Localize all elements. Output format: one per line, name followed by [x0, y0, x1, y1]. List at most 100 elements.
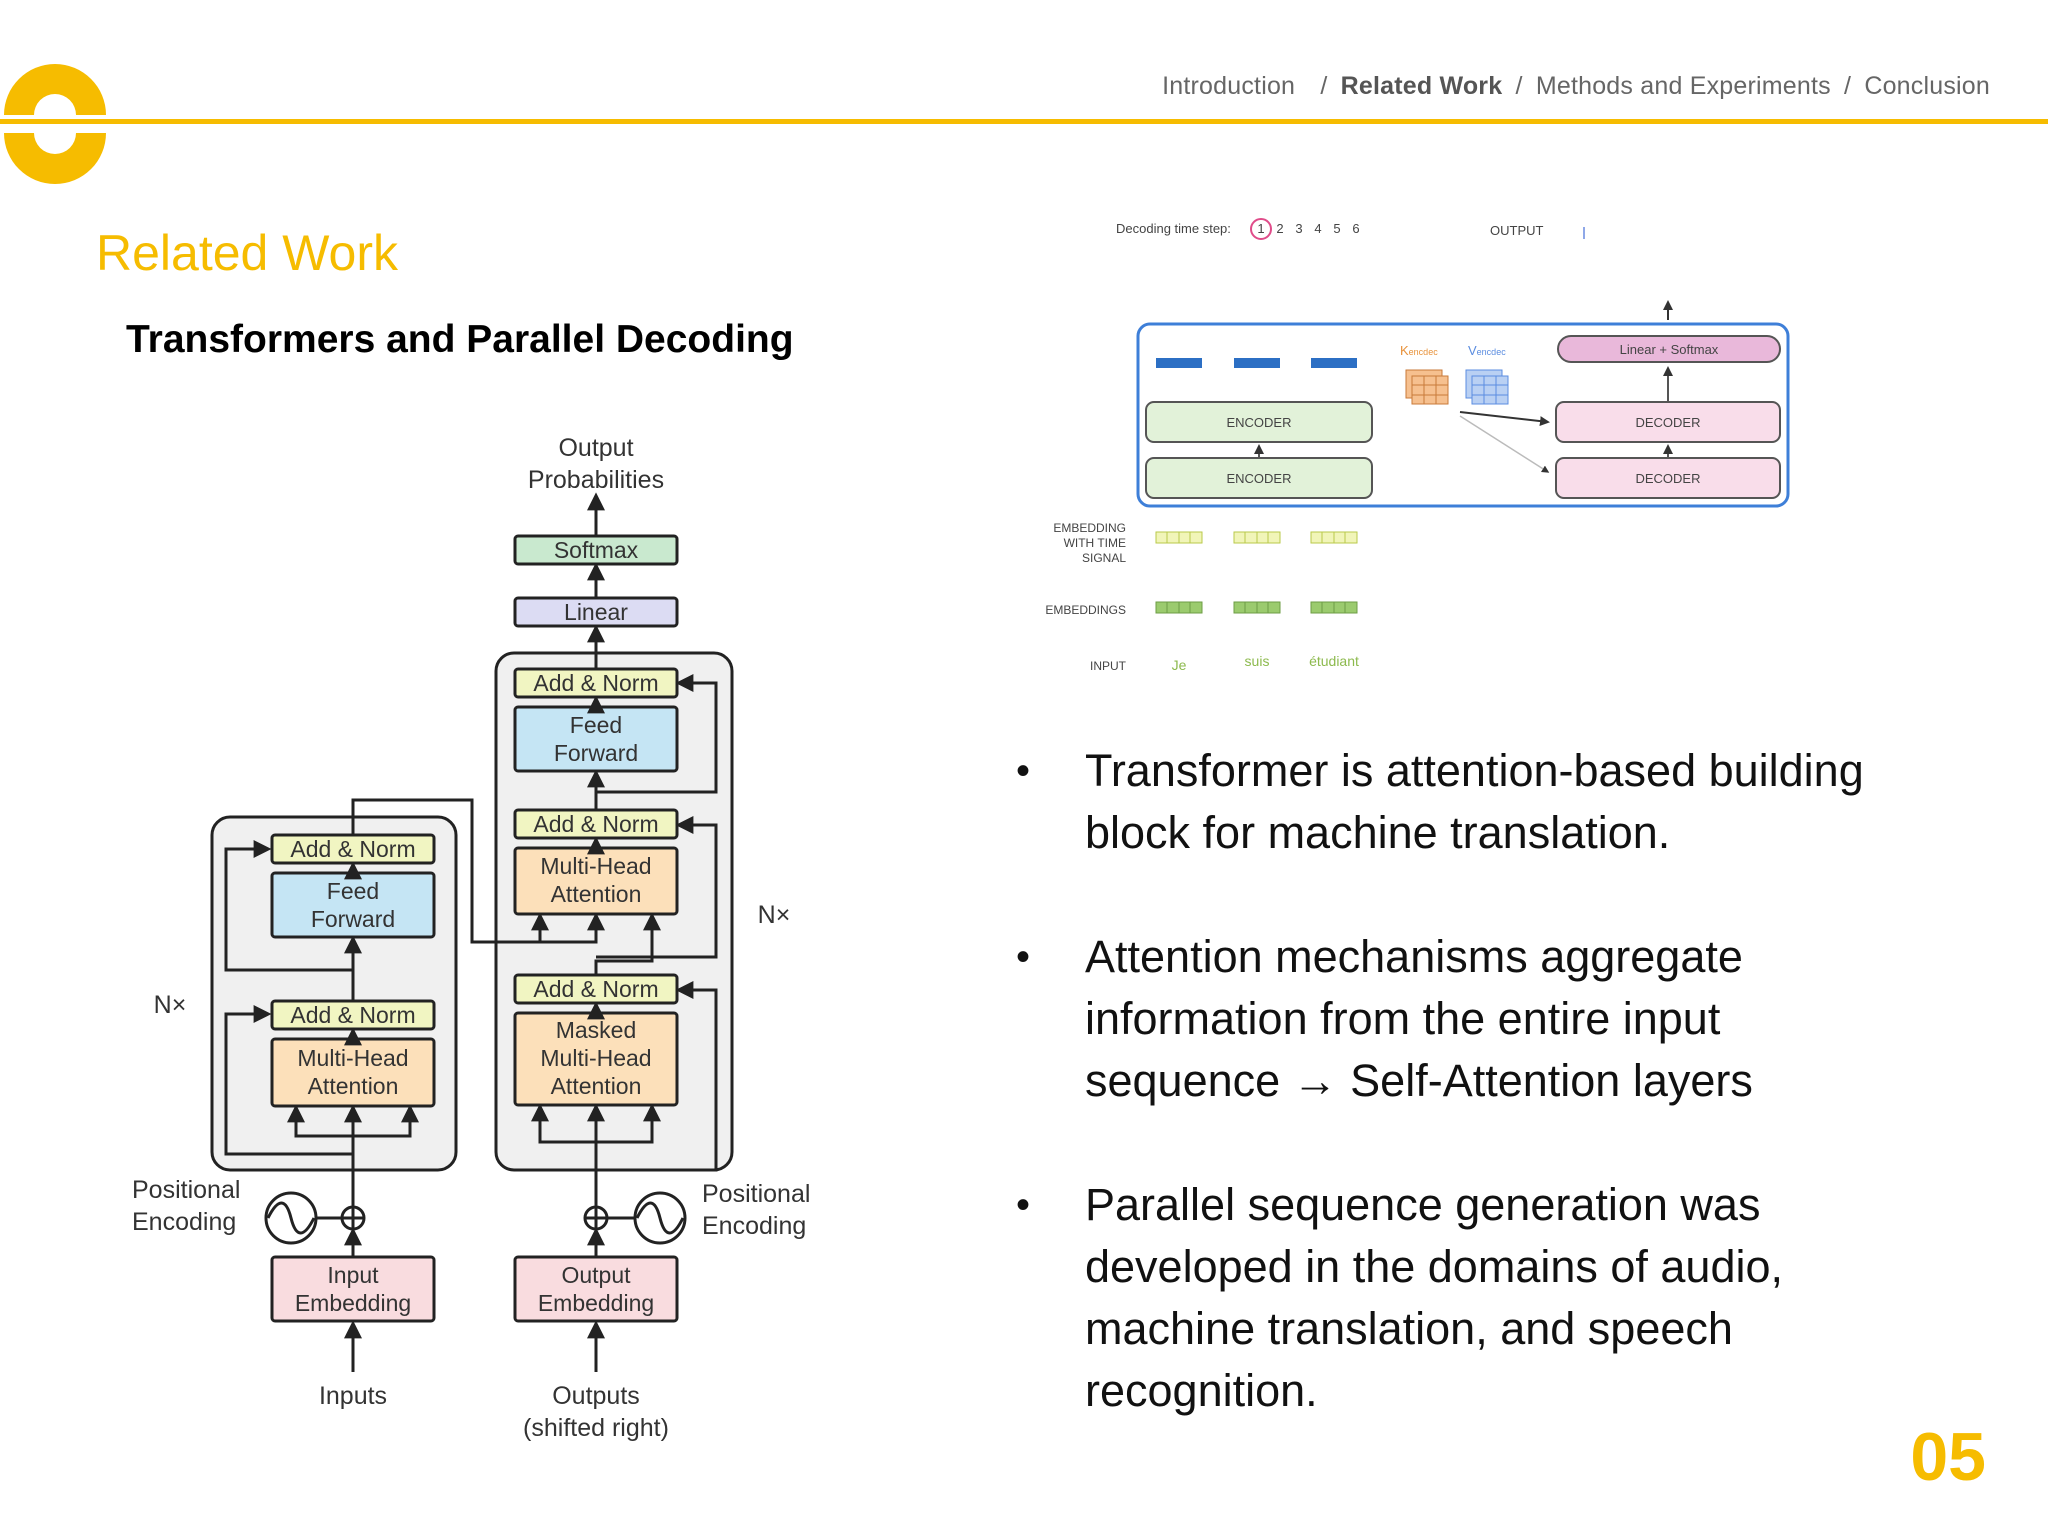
breadcrumb: Introduction / Related Work / Methods an… — [1162, 72, 1990, 101]
decoder-masked-mha-label-3: Attention — [551, 1073, 642, 1099]
decoder-mha-label-2: Attention — [551, 881, 642, 907]
decoder-bottom-label: DECODER — [1635, 471, 1700, 486]
breadcrumb-item-methods[interactable]: Methods and Experiments — [1535, 72, 1831, 100]
decoder-add-icon — [583, 1205, 609, 1231]
breadcrumb-separator: / — [1844, 72, 1852, 100]
bullet-item: • Parallel sequence generation was devel… — [1010, 1174, 1970, 1422]
breadcrumb-item-related-work[interactable]: Related Work — [1340, 72, 1503, 100]
encoder-block-top — [1145, 401, 1373, 443]
encoder-add-norm-1-label: Add & Norm — [290, 1002, 415, 1028]
bullet-line: information from the entire input — [1085, 993, 1721, 1044]
outputs-label-2: (shifted right) — [523, 1414, 669, 1442]
input-embedding-label-1: Input — [327, 1262, 379, 1288]
input-embedding-label-2: Embedding — [295, 1290, 411, 1316]
bullet-item: • Attention mechanisms aggregate informa… — [1010, 926, 1970, 1112]
breadcrumb-separator: / — [1515, 72, 1523, 100]
input-word-je: Je — [1172, 657, 1187, 673]
bullet-list: • Transformer is attention-based buildin… — [1010, 740, 1970, 1484]
encoder-nx-label: N× — [154, 991, 187, 1019]
time-signal-cell-dividers — [1166, 532, 1346, 543]
output-embedding-label-2: Embedding — [538, 1290, 654, 1316]
bullet-line: sequence → Self-Attention layers — [1085, 1055, 1753, 1106]
decoder-positional-encoding-label-2: Encoding — [702, 1212, 806, 1240]
input-word-suis: suis — [1245, 653, 1270, 669]
decoder-add-norm-2-label: Add & Norm — [533, 811, 658, 837]
embeddings-label: EMBEDDINGS — [1045, 603, 1126, 617]
output-embedding-label-1: Output — [561, 1262, 631, 1288]
slide-subtitle: Transformers and Parallel Decoding — [126, 318, 794, 361]
parallel-decoding-diagram: Decoding time step: 1 2 3 4 5 6 OUTPUT E… — [1045, 218, 1790, 673]
output-probabilities-label-1: Output — [558, 434, 633, 462]
bullet-line: Attention mechanisms aggregate — [1085, 931, 1743, 982]
bullet-line: machine translation, and speech — [1085, 1303, 1733, 1354]
bullet-line: block for machine translation. — [1085, 807, 1671, 858]
inputs-label: Inputs — [319, 1382, 387, 1410]
encoder-bottom-label: ENCODER — [1226, 471, 1291, 486]
encoder-feed-forward-label-2: Forward — [311, 906, 395, 932]
decoder-feed-forward-label-1: Feed — [570, 712, 622, 738]
embedding-time-signal-label-1: EMBEDDING — [1053, 521, 1126, 535]
embedding-time-signal-label-3: SIGNAL — [1082, 551, 1126, 565]
encoder-positional-encoding-label-2: Encoding — [132, 1208, 236, 1236]
bullet-line: recognition. — [1085, 1365, 1318, 1416]
outputs-label-1: Outputs — [552, 1382, 640, 1410]
decoding-time-step-label: Decoding time step: — [1116, 221, 1231, 236]
linear-softmax-label: Linear + Softmax — [1620, 342, 1719, 357]
step-4: 4 — [1314, 221, 1321, 236]
decoder-masked-mha-label-1: Masked — [556, 1017, 637, 1043]
header-rule — [0, 119, 2048, 124]
linear-label: Linear — [564, 599, 628, 625]
encoder-mha-label-2: Attention — [308, 1073, 399, 1099]
step-1: 1 — [1257, 221, 1264, 236]
step-2: 2 — [1276, 221, 1283, 236]
encoder-positional-encoding-label-1: Positional — [132, 1176, 240, 1204]
bullet-line: developed in the domains of audio, — [1085, 1241, 1784, 1292]
linear-softmax-block — [1557, 335, 1781, 363]
softmax-label: Softmax — [554, 537, 639, 563]
encoder-sine-wave-icon — [264, 1191, 318, 1245]
encoder-output-vectors — [1156, 358, 1357, 368]
diagram-connections — [224, 492, 718, 1372]
bullet-dot: • — [1016, 749, 1031, 793]
bullet-dot: • — [1016, 1183, 1031, 1227]
encoder-feed-forward-label-1: Feed — [327, 878, 379, 904]
bullet-dot: • — [1016, 935, 1031, 979]
logo-icon — [4, 64, 106, 184]
step-5: 5 — [1333, 221, 1340, 236]
embedding-time-signal-label-2: WITH TIME — [1064, 536, 1126, 550]
decoder-nx-label: N× — [758, 901, 791, 929]
bullet-line: Transformer is attention-based building — [1085, 745, 1864, 796]
encoder-top-label: ENCODER — [1226, 415, 1291, 430]
breadcrumb-item-conclusion[interactable]: Conclusion — [1864, 72, 1990, 100]
v-label: Vencdec — [1468, 343, 1506, 358]
input-label: INPUT — [1090, 659, 1127, 673]
bullet-item: • Transformer is attention-based buildin… — [1010, 740, 1970, 864]
decoder-top-label: DECODER — [1635, 415, 1700, 430]
decoder-sine-wave-icon — [633, 1191, 687, 1245]
breadcrumb-separator: / — [1320, 72, 1328, 100]
k-label: Kencdec — [1400, 343, 1438, 358]
step-6: 6 — [1352, 221, 1359, 236]
output-label: OUTPUT — [1490, 223, 1544, 238]
input-word-etudiant: étudiant — [1309, 653, 1359, 669]
encoder-add-norm-2-label: Add & Norm — [290, 836, 415, 862]
decoder-positional-encoding-label-1: Positional — [702, 1180, 810, 1208]
breadcrumb-item-introduction[interactable]: Introduction — [1162, 72, 1296, 100]
decoder-add-norm-3-label: Add & Norm — [533, 670, 658, 696]
encoder-stack — [210, 815, 458, 1172]
model-outline — [1136, 322, 1790, 508]
decoder-masked-mha-label-2: Multi-Head — [540, 1045, 651, 1071]
encoder-mha-label-1: Multi-Head — [297, 1045, 408, 1071]
embedding-cell-dividers — [1166, 602, 1346, 613]
transformer-architecture-diagram: Add & Norm Feed Forward Add & Norm Multi… — [132, 434, 810, 1442]
bullet-line: Parallel sequence generation was — [1085, 1179, 1761, 1230]
v-matrix-icon — [1465, 369, 1509, 405]
decoder-feed-forward-label-2: Forward — [554, 740, 638, 766]
encoder-add-icon — [340, 1205, 366, 1231]
decoder-mha-label-1: Multi-Head — [540, 853, 651, 879]
slide-title: Related Work — [96, 225, 398, 281]
current-step-marker — [1250, 218, 1272, 240]
k-matrix-icon — [1405, 369, 1449, 405]
decoder-add-norm-1-label: Add & Norm — [533, 976, 658, 1002]
page-number: 05 — [1910, 1419, 1986, 1495]
